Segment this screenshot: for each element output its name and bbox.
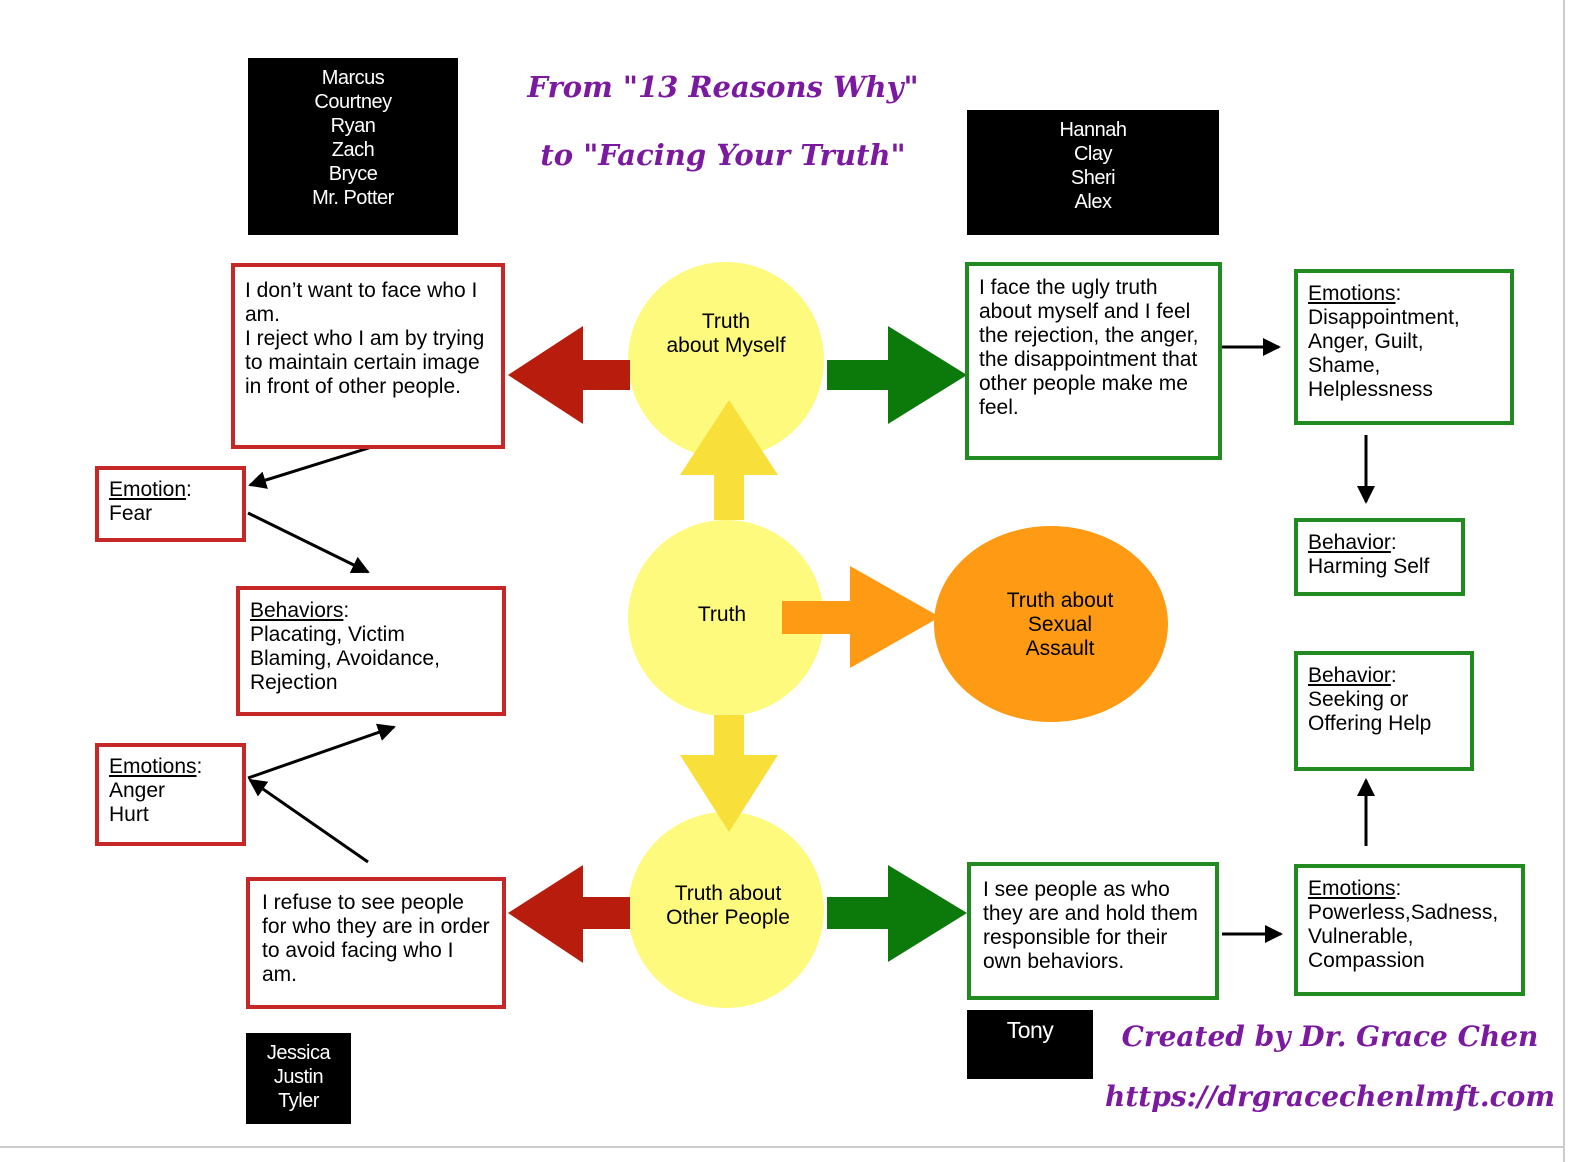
fear-label: Emotion (109, 478, 187, 501)
emotions-top-text: Disappointment, Anger, Guilt, Shame, Hel… (1308, 306, 1460, 401)
harming-text: Harming Self (1308, 555, 1430, 578)
credit-author: Created by Dr. Grace Chen (1121, 1020, 1539, 1053)
arrow-anger-to-behaviors (247, 723, 396, 780)
character-name: Hannah (1059, 119, 1127, 141)
behaviors-box: Behaviors: Placating, Victim Blaming, Av… (236, 586, 506, 716)
fear-text: Fear (109, 502, 153, 525)
character-name: Sheri (1070, 167, 1116, 189)
truth-myself-circle (628, 262, 824, 458)
sexual-assault-circle (934, 526, 1168, 722)
green-right-arrow-top (827, 326, 967, 424)
yellow-down-arrow (680, 715, 778, 832)
seeking-text: Seeking or Offering Help (1308, 688, 1432, 735)
colon: : (1390, 531, 1397, 554)
character-box-bottom-left: Jessica Justin Tyler (246, 1033, 351, 1124)
seeking-help-box: Behavior: Seeking or Offering Help (1294, 651, 1474, 771)
title-line-2: to "Facing Your Truth" (540, 138, 906, 172)
colon: : (196, 755, 203, 778)
title-line-1: From "13 Reasons Why" (527, 70, 919, 104)
character-name: Courtney (314, 91, 392, 113)
character-name: Bryce (328, 163, 378, 185)
colon: : (1395, 282, 1402, 305)
character-name: Marcus (321, 67, 385, 89)
orange-right-arrow (782, 566, 940, 668)
behaviors-label: Behaviors (250, 599, 344, 622)
character-name: Alex (1074, 191, 1112, 213)
character-name: Ryan (330, 115, 376, 137)
emotions-top-box: Emotions: Disappointment, Anger, Guilt, … (1294, 269, 1514, 425)
arrow-to-fear (248, 444, 376, 489)
character-name: Zach (331, 139, 375, 161)
anger-text: Anger Hurt (109, 779, 166, 826)
seeking-label: Behavior (1308, 664, 1391, 687)
truth-others-circle (628, 812, 824, 1008)
emotions-bottom-text: Powerless,Sadness, Vulnerable, Compassio… (1308, 901, 1499, 972)
face-truth-box: I face the ugly truth about myself and I… (965, 262, 1222, 460)
colon: : (1390, 664, 1397, 687)
refuse-others-box: I refuse to see people for who they are … (246, 877, 506, 1009)
arrow-to-anger (248, 778, 369, 864)
red-left-arrow-bottom (508, 865, 630, 963)
truth-label: Truth (697, 603, 747, 626)
truth-circle (628, 520, 824, 716)
fear-box: Emotion: Fear (95, 466, 246, 542)
character-name: Mr. Potter (312, 187, 394, 209)
emotions-bottom-label: Emotions (1308, 877, 1396, 900)
character-name: Justin (273, 1066, 324, 1088)
red-left-arrow-top (508, 326, 630, 424)
arrow-fear-to-behaviors (247, 511, 370, 574)
truth-myself-label: Truth about Myself (666, 310, 786, 357)
character-name: Tyler (278, 1090, 319, 1112)
truth-others-label: Truth about Other People (666, 882, 790, 929)
behaviors-text: Placating, Victim Blaming, Avoidance, Re… (250, 623, 440, 694)
character-box-bottom-right: Tony (967, 1010, 1093, 1079)
character-name: Jessica (266, 1042, 331, 1064)
see-people-box: I see people as who they are and hold th… (967, 862, 1219, 1000)
anger-hurt-box: Emotions: Anger Hurt (95, 743, 246, 846)
credit-url[interactable]: https://drgracechenlmft.com (1105, 1080, 1555, 1113)
emotions-bottom-box: Emotions: Powerless,Sadness, Vulnerable,… (1294, 864, 1525, 996)
character-box-top-left: Marcus Courtney Ryan Zach Bryce Mr. Pott… (248, 58, 458, 235)
colon: : (186, 478, 192, 501)
anger-label: Emotions (109, 755, 197, 778)
character-box-top-right: Hannah Clay Sheri Alex (967, 110, 1219, 235)
green-right-arrow-bottom (827, 865, 967, 962)
harming-label: Behavior (1308, 531, 1391, 554)
sexual-assault-label: Truth about Sexual Assault (1006, 589, 1114, 660)
reject-self-box: I don’t want to face who I am. I reject … (231, 263, 505, 449)
colon: : (1395, 877, 1402, 900)
character-name: Tony (1006, 1017, 1054, 1043)
harming-self-box: Behavior: Harming Self (1294, 518, 1465, 596)
character-name: Clay (1073, 143, 1113, 165)
emotions-top-label: Emotions (1308, 282, 1396, 305)
yellow-up-arrow (680, 400, 778, 520)
colon: : (343, 599, 350, 622)
